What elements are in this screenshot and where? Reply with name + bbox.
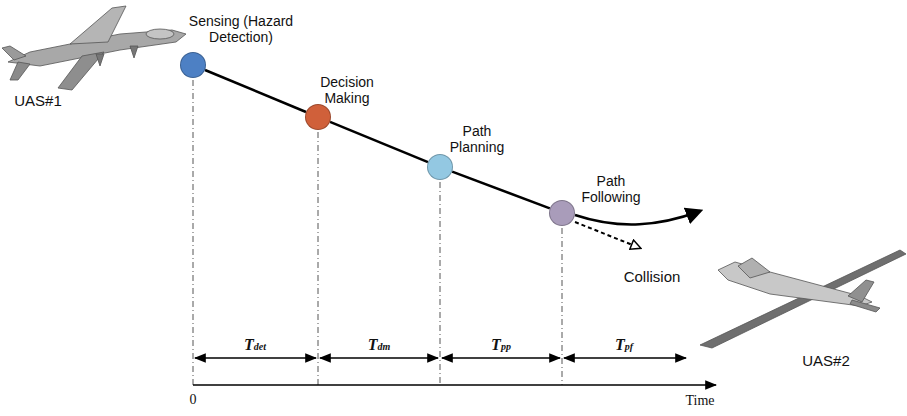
collision-path xyxy=(575,222,640,248)
vehicle-label: UAS#1 xyxy=(14,92,62,109)
stage-circle: Path Planning xyxy=(427,154,453,180)
stage-label: Path Following xyxy=(569,173,653,205)
axis-origin: 0 xyxy=(190,392,197,408)
duration-symbol: Tpp xyxy=(491,336,511,354)
stage-label: Path Planning xyxy=(437,123,517,155)
uas2-drone xyxy=(700,250,906,348)
time-axis xyxy=(193,384,716,386)
timeline-segment xyxy=(452,172,550,209)
time-guides xyxy=(193,80,562,385)
axis-title: Time xyxy=(685,393,714,409)
duration-symbol: Tpf xyxy=(615,336,633,354)
avoidance-path xyxy=(575,211,700,224)
uas1-drone xyxy=(2,6,186,90)
timeline-segment xyxy=(205,70,306,112)
stage-label: Decision Making xyxy=(307,74,387,106)
stage-circle: Decision Making xyxy=(305,104,331,130)
stage-circle: Path Following xyxy=(549,200,575,226)
collision-label: Collision xyxy=(624,268,681,285)
duration-symbol: Tdm xyxy=(368,336,391,354)
timeline-segment xyxy=(330,122,428,162)
stage-circle: Sensing (Hazard Detection) xyxy=(180,52,206,78)
vehicle-label: UAS#2 xyxy=(802,352,850,369)
stage-label: Sensing (Hazard Detection) xyxy=(176,13,306,45)
duration-arrows xyxy=(195,357,686,359)
duration-symbol: Tdet xyxy=(244,336,266,354)
